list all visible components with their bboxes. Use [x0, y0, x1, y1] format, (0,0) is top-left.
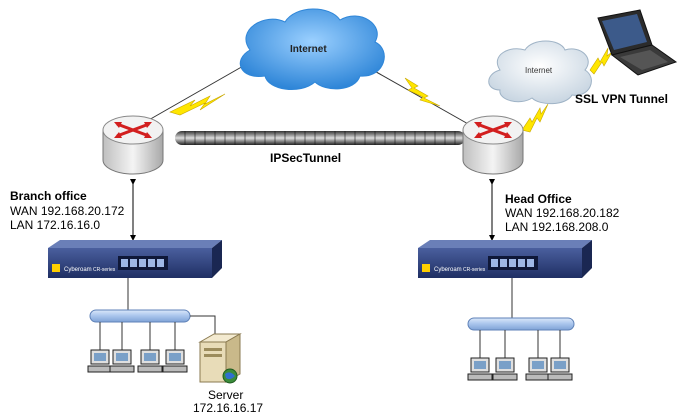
head-lan-bus — [467, 317, 575, 331]
server-name: Server — [208, 388, 244, 402]
lightning-icon — [404, 77, 441, 107]
lightning-icon — [169, 93, 226, 116]
ipsec-tunnel — [175, 131, 465, 145]
laptop-icon — [597, 9, 678, 76]
workstation-icon — [547, 357, 573, 381]
head-wan: WAN 192.168.20.182 — [505, 206, 620, 220]
workstation-icon — [109, 349, 135, 373]
branch-appliance-model: CR-series — [93, 267, 116, 273]
head-title: Head Office — [505, 192, 572, 206]
remote-internet-cloud — [488, 40, 592, 105]
branch-appliance-brand: Cyberoam — [64, 267, 92, 273]
workstation-icon — [467, 357, 493, 381]
workstation-icon — [525, 357, 551, 381]
branch-lan-bus — [89, 309, 191, 323]
internet-cloud-label: Internet — [290, 44, 327, 55]
lightning-icon — [589, 47, 613, 75]
head-appliance-model: CR-series — [463, 267, 486, 273]
server-ip: 172.16.16.17 — [193, 401, 264, 415]
workstation-icon — [87, 349, 113, 373]
head-appliance-brand: Cyberoam — [434, 267, 462, 273]
server-icon — [198, 333, 242, 384]
ssl-vpn-label: SSL VPN Tunnel — [575, 92, 668, 106]
branch-appliance-icon — [48, 240, 222, 278]
lightning-icon — [521, 103, 549, 133]
head-router-icon — [462, 115, 524, 175]
head-lan: LAN 192.168.208.0 — [505, 220, 609, 234]
internet-cloud — [239, 8, 385, 90]
branch-router-icon — [102, 115, 164, 175]
branch-internet-link — [139, 64, 246, 126]
remote-cloud-label: Internet — [525, 66, 553, 75]
workstation-icon — [492, 357, 518, 381]
head-appliance-icon — [418, 240, 592, 278]
branch-wan: WAN 192.168.20.172 — [10, 204, 125, 218]
workstation-icon — [162, 349, 188, 373]
ipsec-tunnel-label: IPSecTunnel — [270, 151, 342, 165]
branch-lan: LAN 172.16.16.0 — [10, 218, 101, 232]
branch-title: Branch office — [10, 189, 87, 203]
workstation-icon — [137, 349, 163, 373]
